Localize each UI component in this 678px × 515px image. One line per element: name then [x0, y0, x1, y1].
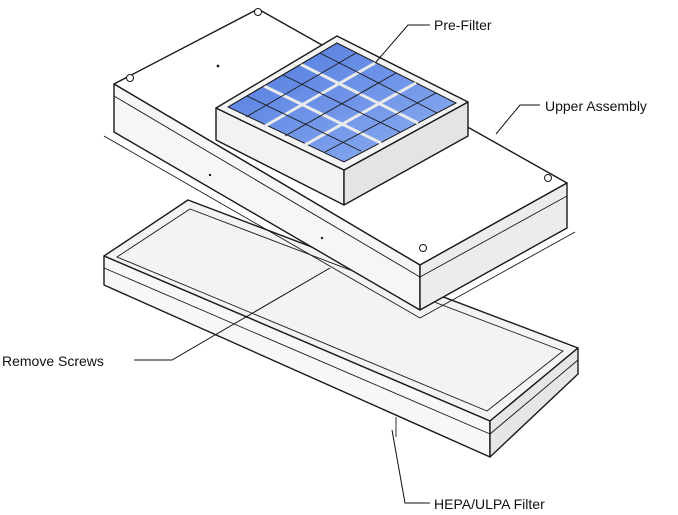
- pre-filter: [215, 35, 469, 206]
- screw-icon: [126, 74, 134, 82]
- hepa-ulpa-filter-label: HEPA/ULPA Filter: [434, 496, 545, 512]
- remove-screws-label: Remove Screws: [2, 353, 104, 369]
- hepa-ulpa-filter: [103, 199, 579, 458]
- screw-icon: [544, 174, 552, 182]
- pre-filter-label: Pre-Filter: [434, 17, 492, 33]
- screw-icon: [419, 244, 427, 252]
- prefilter-grid: [227, 42, 438, 153]
- housing-right: [419, 182, 568, 311]
- hepa-media: [116, 208, 564, 412]
- upper-assembly-label: Upper Assembly: [545, 98, 647, 114]
- hepa-frame-right: [489, 347, 579, 458]
- screw-icon: [254, 8, 262, 16]
- leader-lines: [134, 24, 540, 504]
